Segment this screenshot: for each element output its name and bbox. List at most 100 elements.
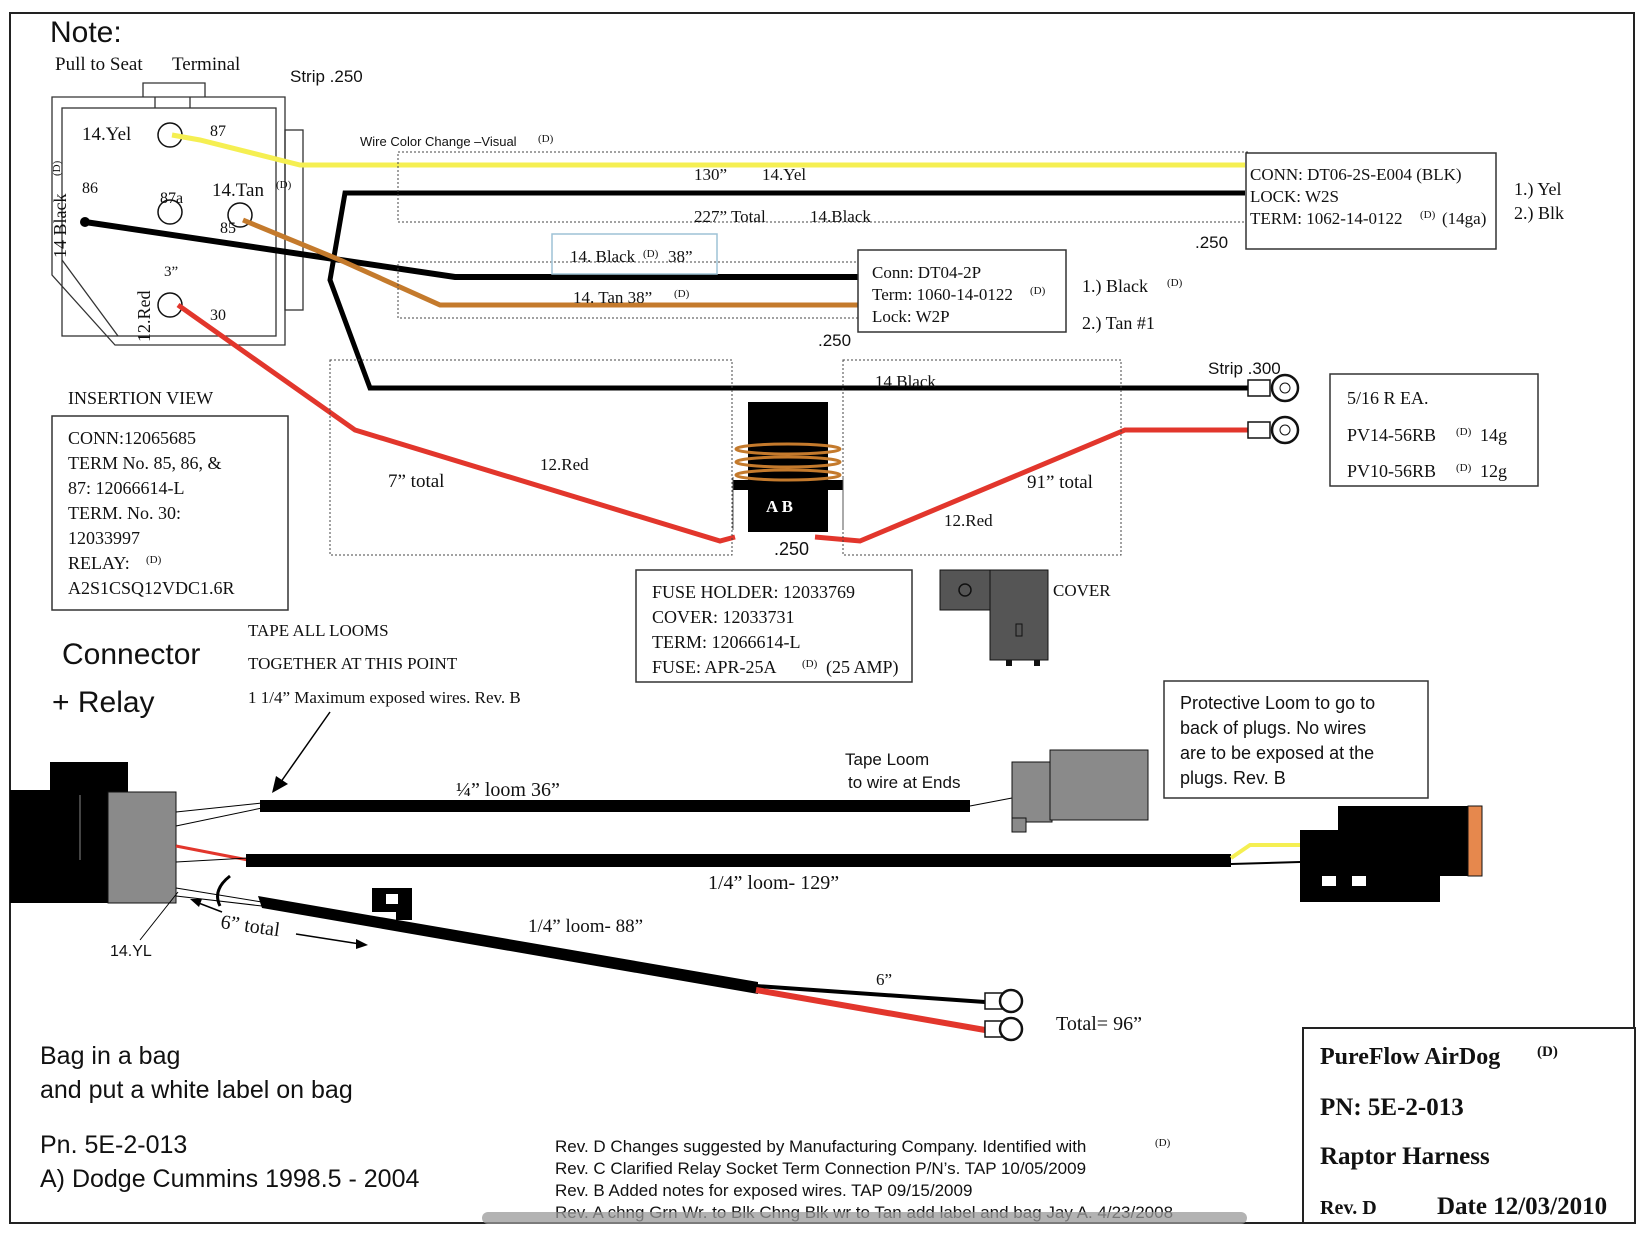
tape-arrow [277, 711, 331, 787]
pin-87-label: 87 [210, 123, 226, 140]
relay-red-label: 12.Red [134, 291, 154, 343]
tape-loom-1: Tape Loom [845, 750, 929, 769]
protective-line-3: plugs. Rev. B [1180, 768, 1286, 788]
branch-red [755, 987, 986, 1033]
pin-85-label: 85 [220, 220, 236, 237]
rev-b-note: Rev. B Added notes for exposed wires. TA… [555, 1181, 972, 1200]
strip-250-label: Strip .250 [290, 67, 363, 86]
black-wire-38 [84, 219, 860, 280]
relay-socket-outline [51, 82, 304, 346]
dt04-lock: Lock: W2P [872, 307, 950, 326]
insertion-line-2: 87: 12066614-L [68, 478, 185, 498]
tape-note-1: TAPE ALL LOOMS [248, 621, 389, 640]
bag-note-1: Bag in a bag [40, 1042, 180, 1070]
strip-250-mid-label: .250 [818, 331, 851, 350]
ring-line3-gauge: 12g [1480, 461, 1507, 481]
dt04-pin1-rev-mark: (D) [1167, 277, 1183, 289]
protective-line-1: back of plugs. No wires [1180, 718, 1366, 738]
loom-36-label: ¼” loom 36” [456, 779, 560, 801]
protective-line-2: are to be exposed at the [1180, 743, 1374, 763]
fuse-line-3: FUSE: APR-25A [652, 657, 777, 677]
pn-note: Pn. 5E-2-013 [40, 1131, 187, 1159]
black-38-rev-mark: (D) [643, 248, 659, 260]
pin-tan-rev-mark: (D) [276, 179, 292, 191]
dt06-spec-box [1245, 152, 1497, 250]
dim-arrow-left-head [190, 899, 202, 907]
relay-label: + Relay [52, 686, 155, 719]
dt04-term-rev-mark: (D) [1030, 285, 1046, 297]
dim-arrow-left [195, 901, 223, 913]
loom-36 [260, 800, 970, 812]
tan-38-rev-mark: (D) [674, 288, 690, 300]
fuse-amp: (25 AMP) [826, 657, 899, 678]
ring-terminal-upper [1247, 373, 1300, 403]
fuse-line-2: TERM: 12066614-L [652, 632, 801, 652]
fuse-line-3-rev-mark: (D) [802, 658, 818, 670]
red-wire-relay [176, 302, 736, 544]
insertion-line-5: RELAY: [68, 553, 130, 573]
fuse-250-label: .250 [774, 539, 809, 559]
dt06-pin1: 1.) Yel [1514, 179, 1562, 200]
insertion-line-4: 12033997 [68, 528, 140, 548]
horizontal-scrollbar[interactable] [482, 1212, 1247, 1224]
insertion-line-6: A2S1CSQ12VDC1.6R [68, 578, 235, 598]
dt04-spec-box [857, 249, 1067, 333]
clip-icon [372, 888, 412, 920]
fuse-holder-icon [732, 402, 844, 532]
dt04-conn: Conn: DT04-2P [872, 263, 981, 282]
red-12-left-label: 12.Red [540, 455, 589, 474]
yel-14-label: 14.Yel [762, 165, 806, 184]
pin-yel-label: 14.Yel [82, 124, 131, 145]
insertion-line-3: TERM. No. 30: [68, 503, 181, 523]
ring-line2-rev-mark: (D) [1456, 426, 1472, 438]
vehicle-note: A) Dodge Cummins 1998.5 - 2004 [40, 1165, 419, 1193]
thin-red-wire [175, 844, 249, 862]
dim-arrow-right [295, 933, 361, 945]
note-title: Note: [50, 16, 122, 49]
yellow-wire [171, 132, 1245, 168]
loom-dotted-box-right [842, 359, 1122, 556]
loom-129-label: 1/4” loom- 129” [708, 872, 839, 894]
strip-300-label: Strip .300 [1208, 359, 1281, 378]
yl-14-label: 14.YL [110, 943, 152, 960]
title-product-rev-mark: (D) [1537, 1044, 1558, 1060]
total-96-label: Total= 96” [1056, 1013, 1142, 1035]
dt06-conn: CONN: DT06-2S-E004 (BLK) [1250, 165, 1462, 184]
terminal-label: Terminal [172, 54, 240, 75]
len-6-label: 6” [876, 970, 892, 989]
tape-loom-2: to wire at Ends [848, 773, 960, 792]
loom-129-black-tail [1230, 861, 1301, 865]
insertion-line-0: CONN:12065685 [68, 428, 196, 448]
red-12-right-label: 12.Red [944, 511, 993, 530]
dt06-term-rev-mark: (D) [1420, 209, 1436, 221]
tan-wire-38 [242, 217, 860, 308]
ring-line1: 5/16 R EA. [1347, 388, 1429, 408]
loom-dotted-box-left [329, 359, 733, 556]
black-38-label: 14. Black [570, 247, 636, 266]
total-6-label: 6” total [219, 911, 281, 941]
pin-86-label: 86 [82, 180, 98, 197]
relay-black-rev-mark: (D) [51, 160, 63, 176]
title-rev: Rev. D [1320, 1197, 1377, 1219]
fuse-spec-box [635, 569, 913, 683]
title-block [1302, 1027, 1636, 1224]
ring-line3: PV10-56RB [1347, 461, 1436, 481]
wire-color-change-label: Wire Color Change –Visual [360, 134, 517, 149]
pull-to-seat-label: Pull to Seat [55, 54, 143, 75]
dt06-lock: LOCK: W2S [1250, 187, 1339, 206]
black-14-label: 14.Black [810, 207, 871, 226]
insertion-title: INSERTION VIEW [68, 388, 213, 408]
yl-leader [139, 891, 179, 941]
dt06-pin2: 2.) Blk [1514, 203, 1564, 224]
tape-note-2: TOGETHER AT THIS POINT [248, 654, 458, 673]
dt04-pin2: 2.) Tan #1 [1082, 313, 1155, 334]
rev-d-rev-mark: (D) [1155, 1137, 1171, 1149]
thin-wire-36b [175, 807, 263, 827]
black-14-lower-label: 14 Black [875, 372, 936, 391]
branch-black [755, 984, 986, 1004]
tan-38-label: 14. Tan 38” [573, 288, 652, 307]
black-38-label-box [551, 233, 718, 275]
ring-terminal-assembly-upper [984, 988, 1024, 1014]
total-91-label: 91” total [1027, 472, 1093, 493]
